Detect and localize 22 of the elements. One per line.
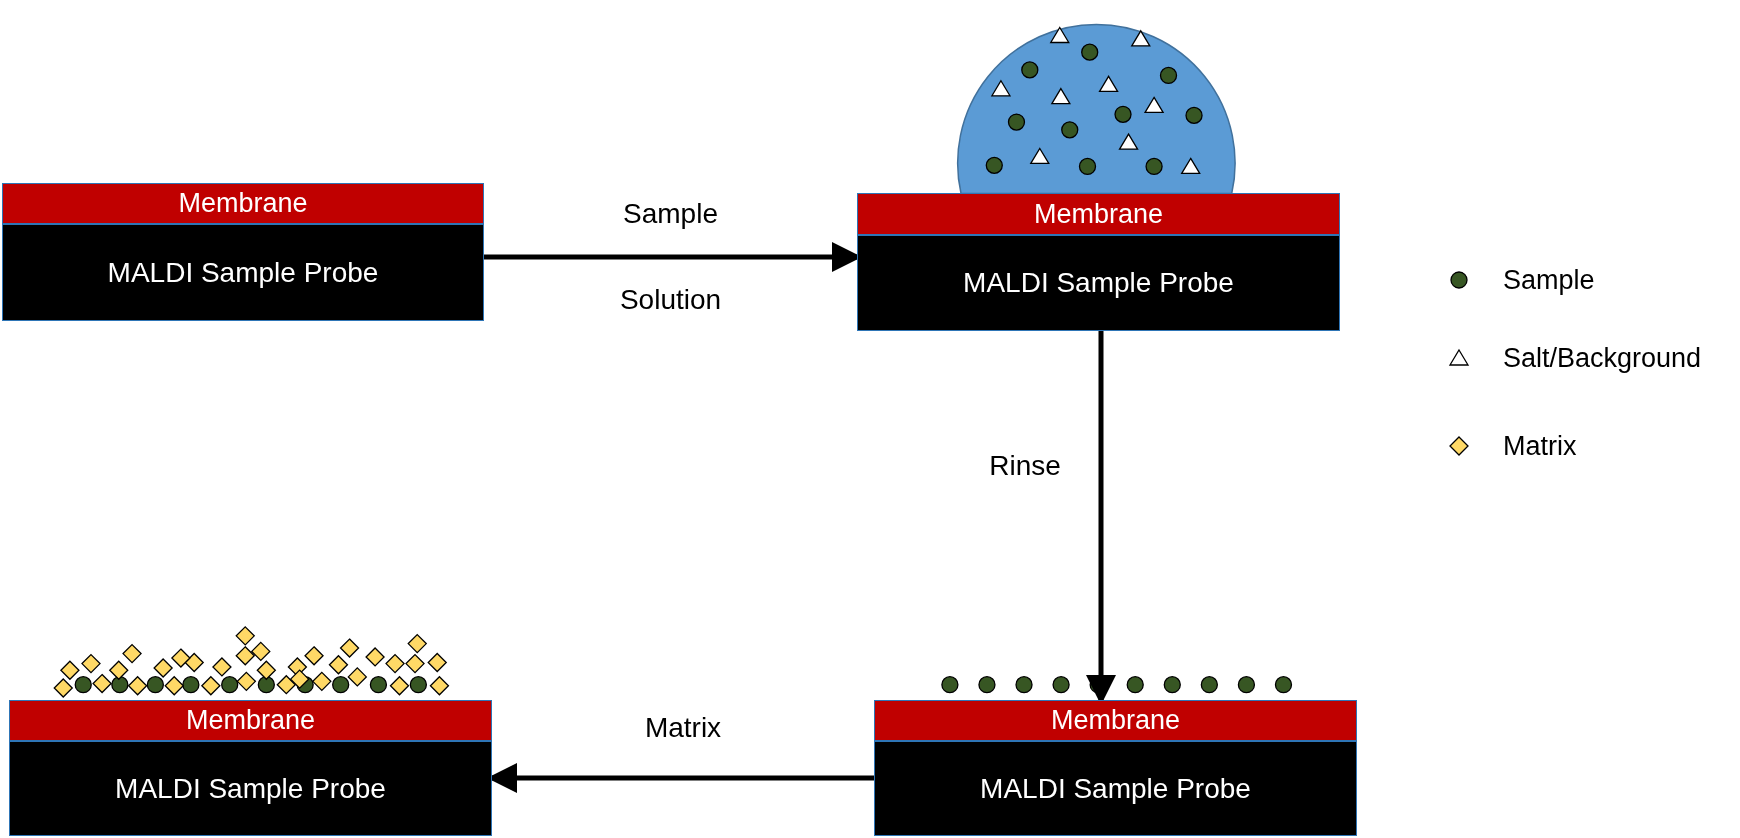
membrane-layer <box>2 183 484 224</box>
node-label: Membrane <box>185 705 316 736</box>
membrane-layer <box>857 193 1340 235</box>
edge-label: Rinse <box>988 448 1062 483</box>
node-label: MALDI Sample Probe <box>115 772 386 805</box>
node-label: MALDI Sample Probe <box>963 267 1234 299</box>
legend-label: Sample <box>1503 264 1595 296</box>
membrane-layer <box>874 700 1357 741</box>
node-label: Membrane <box>178 188 308 219</box>
legend-label: Matrix <box>1503 430 1577 462</box>
node-label: Membrane <box>1033 198 1164 230</box>
sample-probe-plate <box>9 741 492 836</box>
node-label: MALDI Sample Probe <box>980 772 1251 805</box>
edge-label: Matrix <box>643 711 723 745</box>
legend-label: Salt/Background <box>1503 342 1702 374</box>
membrane-layer <box>9 700 492 741</box>
sample-probe-plate <box>2 224 484 321</box>
node-label: MALDI Sample Probe <box>107 256 379 289</box>
sample-probe-plate <box>857 235 1340 331</box>
edge-label: Sample Solution <box>618 197 723 317</box>
sample-probe-plate <box>874 741 1357 836</box>
node-label: Membrane <box>1050 705 1181 736</box>
